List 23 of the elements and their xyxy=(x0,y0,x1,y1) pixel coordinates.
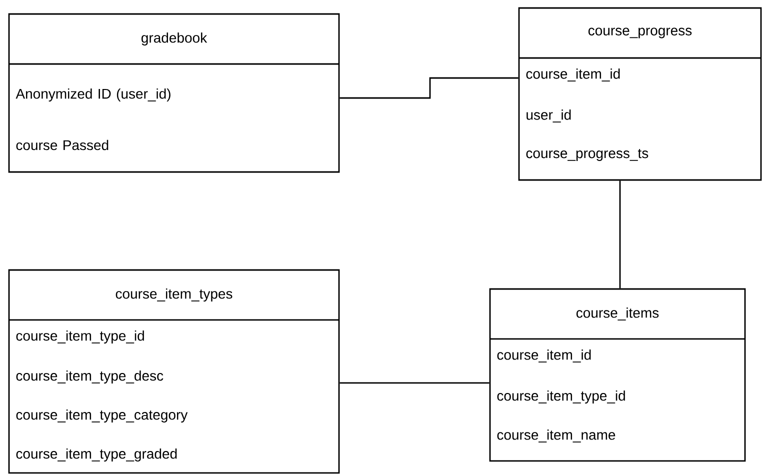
table-box xyxy=(8,269,340,474)
table-box xyxy=(518,7,762,181)
field-name: course_item_type_category xyxy=(16,409,188,422)
table-box xyxy=(8,13,340,173)
connector-line xyxy=(619,180,621,288)
field-name: course_item_type_id xyxy=(16,330,144,344)
field-name: course_item_type_desc xyxy=(16,370,164,384)
field-name: Anonymized ID (user_id) xyxy=(16,88,170,102)
field-name: course_progress_ts xyxy=(526,149,648,161)
field-name: user_id xyxy=(526,110,571,122)
field-name: course_item_type_graded xyxy=(16,448,177,462)
table-header: course_items xyxy=(576,308,659,320)
table-header: course_item_types xyxy=(116,288,232,302)
field-name: course_item_id xyxy=(497,350,591,362)
table-header: course_progress xyxy=(588,28,692,38)
table-box xyxy=(489,288,746,462)
field-name: course_item_type_id xyxy=(497,390,625,404)
connector-line xyxy=(340,77,518,99)
field-name: course_item_id xyxy=(526,68,620,82)
connector-line xyxy=(340,382,490,384)
field-name: course_item_name xyxy=(497,430,616,442)
table-header: gradebook xyxy=(142,32,208,46)
field-name: course Passed xyxy=(16,140,108,150)
